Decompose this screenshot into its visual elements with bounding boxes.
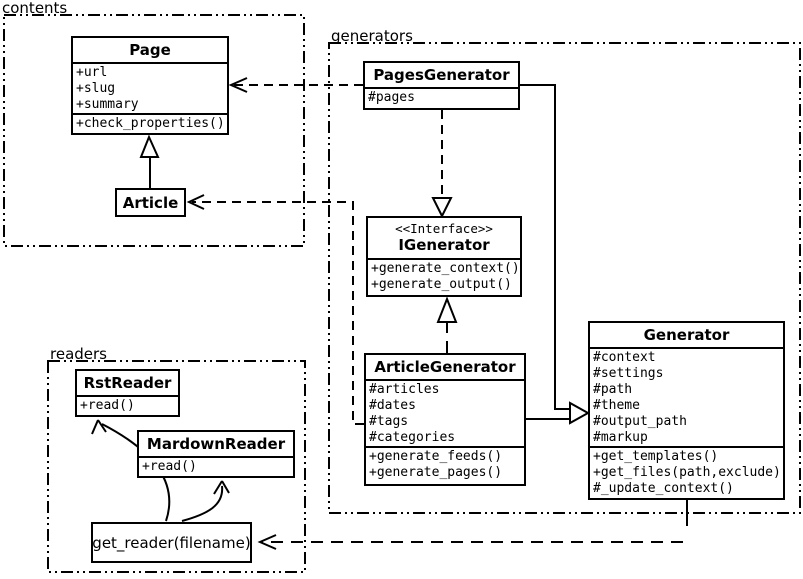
class-articlegenerator-attributes: #articles #dates #tags #categories (366, 379, 524, 446)
generalization-pagesgenerator-to-generator-line (520, 84, 570, 410)
dependency-generator-to-getreader-arrowhead (257, 534, 277, 550)
class-igenerator-methods: +generate_context() +generate_output() (368, 258, 520, 293)
attr-line: #tags (369, 414, 409, 429)
class-articlegenerator-title: ArticleGenerator (374, 358, 516, 376)
dependency-pagesgenerator-to-page-arrowhead (228, 77, 248, 93)
method-line: +generate_output() (371, 277, 512, 292)
class-mardownreader: MardownReader +read() (137, 430, 295, 478)
class-generator-attributes: #context #settings #path #theme #output_… (590, 347, 783, 446)
class-page-attributes: +url +slug +summary (73, 62, 227, 113)
realization-articlegenerator-to-igenerator-arrowhead (436, 296, 458, 323)
method-line: #_update_context() (593, 481, 734, 496)
package-label-readers: readers (50, 345, 107, 363)
generalization-to-generator-arrowhead (569, 401, 591, 425)
attr-line: #settings (593, 366, 664, 381)
class-rstreader-title: RstReader (83, 374, 172, 392)
generalization-article-to-page-arrowhead (139, 134, 160, 158)
edge-getreader-to-rstreader-arrowhead (91, 419, 107, 435)
class-page-methods: +check_properties() (73, 113, 227, 132)
attr-line: #dates (369, 398, 416, 413)
attr-line: #path (593, 382, 633, 397)
method-line: +generate_context() (371, 261, 520, 276)
method-line: +generate_feeds() (369, 449, 503, 464)
edge-getreader-to-mardownreader (181, 485, 224, 522)
class-page-title: Page (129, 41, 171, 59)
attr-line: +summary (76, 97, 139, 112)
attr-line: #categories (369, 430, 456, 445)
class-pagesgenerator: PagesGenerator #pages (363, 61, 520, 110)
package-label-generators: generators (331, 27, 413, 45)
attr-line: #theme (593, 398, 640, 413)
dependency-articlegenerator-to-article-arrowhead (186, 194, 205, 210)
attr-line: #articles (369, 382, 440, 397)
attr-line: #pages (368, 90, 415, 105)
attr-line: +url (76, 65, 108, 80)
method-line: +generate_pages() (369, 465, 503, 480)
class-pagesgenerator-title: PagesGenerator (373, 66, 510, 84)
package-border-generators (328, 42, 801, 514)
attr-line: #output_path (593, 414, 687, 429)
class-articlegenerator: ArticleGenerator #articles #dates #tags … (364, 353, 526, 486)
method-line: +get_templates() (593, 449, 719, 464)
package-label-contents: contents (2, 0, 68, 17)
method-line: +read() (142, 459, 197, 474)
class-page: Page +url +slug +summary +check_properti… (71, 36, 229, 135)
class-igenerator-stereotype: <<Interface>> (395, 221, 493, 236)
class-article: Article (115, 188, 186, 217)
class-pagesgenerator-attributes: #pages (365, 87, 518, 106)
attr-line: #context (593, 350, 656, 365)
class-rstreader-methods: +read() (77, 395, 178, 414)
class-articlegenerator-methods: +generate_feeds() +generate_pages() (366, 446, 524, 481)
realization-pagesgenerator-to-igenerator-arrowhead (431, 197, 453, 219)
dependency-articlegenerator-to-article-line (192, 201, 364, 425)
package-border-contents (3, 14, 305, 247)
class-generator-methods: +get_templates() +get_files(path,exclude… (590, 446, 783, 497)
class-igenerator-header: <<Interface>> IGenerator (368, 218, 520, 258)
class-generator: Generator #context #settings #path #them… (588, 321, 785, 500)
function-get-reader: get_reader(filename) (91, 522, 252, 563)
class-rstreader: RstReader +read() (75, 369, 180, 417)
method-line: +read() (80, 398, 135, 413)
class-igenerator-title: IGenerator (398, 236, 490, 254)
edge-getreader-to-mardownreader-arrowhead (213, 480, 230, 495)
class-igenerator: <<Interface>> IGenerator +generate_conte… (366, 216, 522, 297)
package-border-readers (47, 360, 306, 573)
method-line: +check_properties() (76, 116, 225, 131)
class-mardownreader-methods: +read() (139, 456, 293, 475)
method-line: +get_files(path,exclude) (593, 465, 781, 480)
class-generator-title: Generator (643, 326, 730, 344)
class-mardownreader-title: MardownReader (146, 435, 286, 453)
class-article-title: Article (122, 193, 179, 212)
attr-line: #markup (593, 430, 648, 445)
function-get-reader-label: get_reader(filename) (92, 533, 251, 552)
attr-line: +slug (76, 81, 116, 96)
